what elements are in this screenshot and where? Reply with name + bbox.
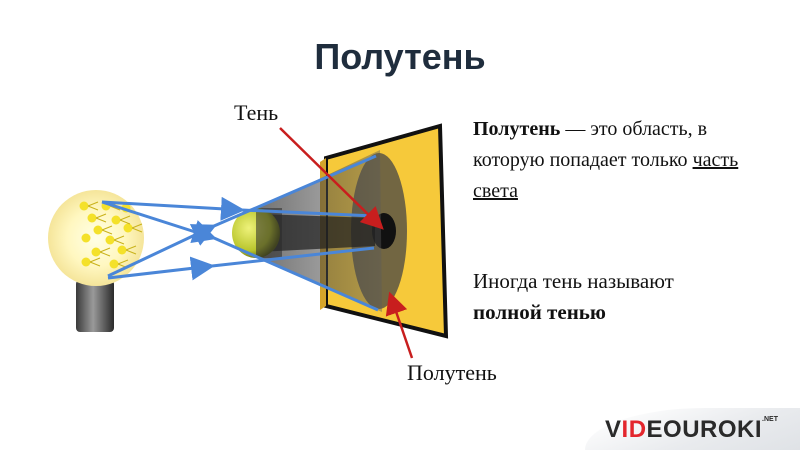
definition-term: Полутень — [473, 118, 561, 140]
definition-text: — это область, в которую попадает только — [473, 118, 708, 171]
penumbra-pointer-arrow — [385, 291, 414, 359]
page-title: Полутень — [314, 36, 486, 77]
note-text: Иногда тень называют — [473, 269, 674, 293]
definition-underlined: часть света — [473, 149, 739, 202]
lamp-base — [76, 280, 114, 332]
light-source — [48, 190, 144, 286]
note-bold: полной тенью — [473, 300, 606, 324]
shadow-pointer-arrow — [279, 127, 384, 230]
umbra-note: Иногда тень называют полной тенью — [473, 266, 773, 328]
penumbra-definition: Полутень — это область, в которую попада… — [473, 114, 773, 207]
penumbra-label: Полутень — [407, 360, 497, 385]
shadow-label: Тень — [234, 100, 279, 125]
umbra-cone — [258, 214, 375, 252]
videouroki-logo: VIDEOUROKI.NET — [605, 416, 778, 443]
light-rays — [101, 154, 379, 312]
